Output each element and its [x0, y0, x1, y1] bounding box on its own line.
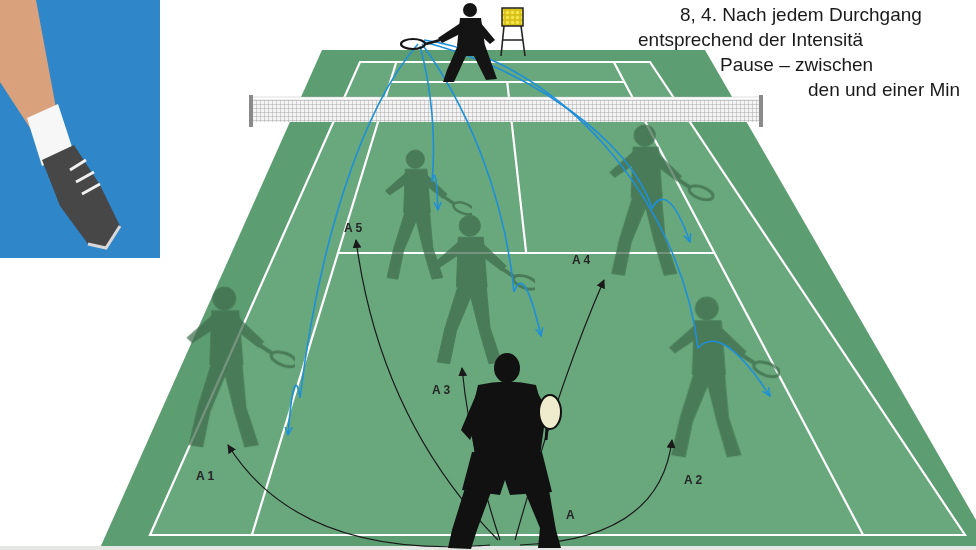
position-label-holder: A 1	[196, 466, 214, 484]
position-label: A 1	[196, 469, 214, 483]
position-label-holder: A 4	[572, 250, 590, 268]
body-text: den und einer Min	[808, 78, 960, 102]
ball-basket	[501, 8, 525, 56]
position-label: A 2	[684, 473, 702, 487]
body-text-holder: den und einer Min	[808, 78, 960, 102]
movement-arrows	[228, 240, 672, 547]
position-label-holder: A	[566, 505, 575, 523]
position-label: A 4	[572, 253, 590, 267]
ball-trajectories	[288, 40, 770, 435]
tennis-net	[249, 95, 763, 127]
body-text: 8, 4. Nach jedem Durchgang	[680, 3, 922, 27]
tennis-court	[0, 50, 976, 550]
position-label: A 5	[344, 221, 362, 235]
position-label-holder: A 5	[344, 218, 362, 236]
position-label-holder: A 3	[432, 380, 450, 398]
position-label: A 3	[432, 383, 450, 397]
main-player	[448, 353, 561, 549]
body-text: Pause – zwischen	[720, 53, 873, 77]
feeding-player	[401, 3, 497, 82]
body-text: entsprechend der Intensitä	[638, 28, 863, 52]
leg-photo	[0, 0, 160, 258]
body-text-holder: entsprechend der Intensitä	[638, 28, 863, 52]
body-text-holder: Pause – zwischen	[720, 53, 873, 77]
position-label-holder: A 2	[684, 470, 702, 488]
player-positions	[187, 125, 781, 457]
position-label: A	[566, 508, 575, 522]
body-text-holder: 8, 4. Nach jedem Durchgang	[680, 3, 922, 27]
